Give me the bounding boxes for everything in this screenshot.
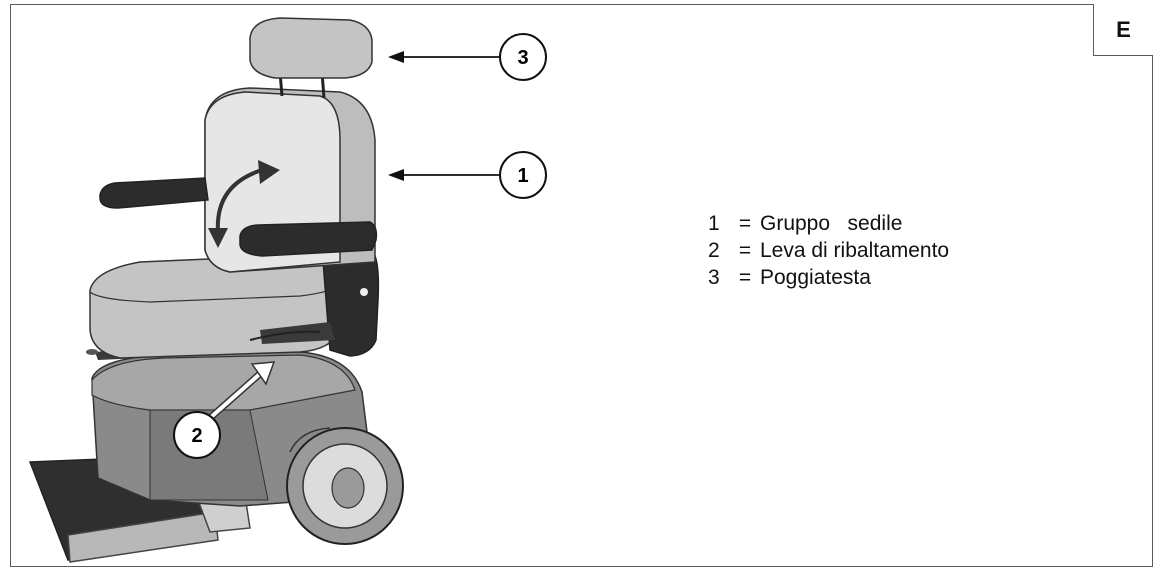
headrest bbox=[249, 17, 373, 79]
legend-item: 3 = Poggiatesta bbox=[708, 264, 949, 291]
callout-3: 3 bbox=[499, 33, 547, 81]
legend-text: Leva di ribaltamento bbox=[760, 239, 950, 262]
callout-1: 1 bbox=[499, 151, 547, 199]
legend-item: 1 = Gruppo sedile bbox=[708, 210, 949, 237]
base-top bbox=[91, 354, 356, 411]
legend-number: 1 bbox=[708, 212, 720, 235]
callout-number: 2 bbox=[191, 425, 202, 447]
legend-separator: = bbox=[738, 239, 752, 262]
legend-text: Poggiatesta bbox=[760, 266, 871, 289]
legend-number: 3 bbox=[708, 266, 720, 289]
legend: 1 = Gruppo sedile 2 = Leva di ribaltamen… bbox=[708, 210, 949, 291]
footplate-edge bbox=[67, 511, 219, 563]
callout-number: 1 bbox=[517, 165, 528, 187]
legend-number: 2 bbox=[708, 239, 720, 262]
section-label: E bbox=[1093, 4, 1153, 56]
tilt-arrow bbox=[215, 168, 263, 233]
right-armrest bbox=[239, 221, 378, 257]
callout-number: 3 bbox=[517, 47, 528, 69]
legend-separator: = bbox=[738, 212, 752, 235]
legend-separator: = bbox=[738, 266, 752, 289]
legend-item: 2 = Leva di ribaltamento bbox=[708, 237, 949, 264]
legend-text: Gruppo sedile bbox=[760, 212, 903, 235]
seat-cushion bbox=[89, 254, 346, 359]
left-armrest bbox=[99, 177, 209, 209]
callout-2: 2 bbox=[173, 411, 221, 459]
